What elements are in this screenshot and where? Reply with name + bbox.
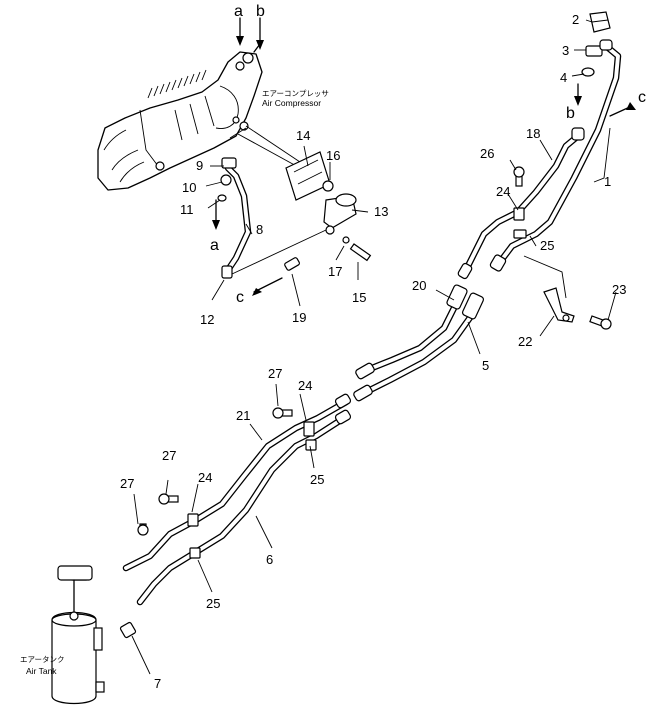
callout-24-top: 24 [496,184,510,199]
washer-17 [342,236,350,244]
callout-27-top: 27 [268,366,282,381]
connector-a-lower-label: a [210,237,219,254]
callout-12: 12 [200,312,214,327]
bolt-15 [349,243,372,262]
callout-26: 26 [480,146,494,161]
callout-25-mid: 25 [310,472,324,487]
bracket-22 [543,287,575,323]
compressor-label-en: Air Compressor [262,98,321,108]
bracket-14 [285,151,331,201]
pipe-1 [496,42,622,266]
connector-a-label: a [234,3,243,20]
governor-13 [323,193,357,235]
clamp-25-top [513,229,527,239]
callout-16: 16 [326,148,340,163]
washer-4 [581,67,595,77]
callout-22: 22 [518,334,532,349]
clamp-24-mid [303,421,315,437]
clamp-24-low [187,513,199,527]
fitting-5 [461,292,485,320]
callout-27-mid: 27 [162,448,176,463]
washer-11 [217,194,227,202]
callout-24-low: 24 [198,470,212,485]
air-tank [51,565,105,705]
fitting-18-end [571,127,585,141]
callout-17: 17 [328,264,342,279]
callout-23: 23 [612,282,626,297]
callout-15: 15 [352,290,366,305]
bolt-27-mid [158,493,179,505]
nut-10 [220,174,232,186]
callout-25-low: 25 [206,596,220,611]
callout-20: 20 [412,278,426,293]
fitting-3 [585,45,603,57]
leader-lines [131,19,617,675]
callout-6: 6 [266,552,273,567]
callout-9: 9 [196,158,203,173]
connector-c-left-label: c [236,289,244,306]
bolt-27-upper [272,407,293,419]
elbow-12 [221,265,233,279]
callout-5: 5 [482,358,489,373]
callout-18: 18 [526,126,540,141]
callout-4: 4 [560,70,567,85]
connector-b-right-label: b [566,105,575,122]
pipe-20 [368,296,462,372]
callout-21: 21 [236,408,250,423]
connector-b-label: b [256,3,265,20]
callout-14: 14 [296,128,310,143]
connector-c-right-label: c [638,89,646,106]
callout-2: 2 [572,12,579,27]
bolt-26 [513,166,525,187]
clamp-24-top [513,207,525,221]
callout-13: 13 [374,204,388,219]
callout-27-low: 27 [120,476,134,491]
pipe-5 [362,308,478,396]
bolt-23 [589,315,612,330]
callout-10: 10 [182,180,196,195]
callout-24-mid: 24 [298,378,312,393]
clamp-25-mid [305,439,317,451]
pipe-8 [217,157,252,279]
nut-16 [322,180,334,192]
callout-8: 8 [256,222,263,237]
elbow-9 [221,157,237,169]
fitting-7 [119,621,137,639]
bolt-27-lower [137,523,149,536]
tank-label-jp: エアータンク [20,655,65,664]
clamp-25-low [189,547,201,559]
callout-19: 19 [292,310,306,325]
tank-label-en: Air Tank [26,666,57,676]
callout-11: 11 [180,202,194,217]
fitting-19 [284,257,300,271]
air-compressor [97,51,263,191]
callout-1: 1 [604,174,611,189]
connector-a-b-top: a b [234,3,265,53]
callout-numbers: 2 3 4 1 18 26 24 25 20 5 23 22 14 16 13 … [120,12,626,691]
compressor-label-jp: エアーコンプレッサ [262,89,329,98]
callout-7: 7 [154,676,161,691]
fitting-20 [446,284,468,310]
fitting-2 [589,11,611,33]
callout-25-top: 25 [540,238,554,253]
callout-3: 3 [562,43,569,58]
